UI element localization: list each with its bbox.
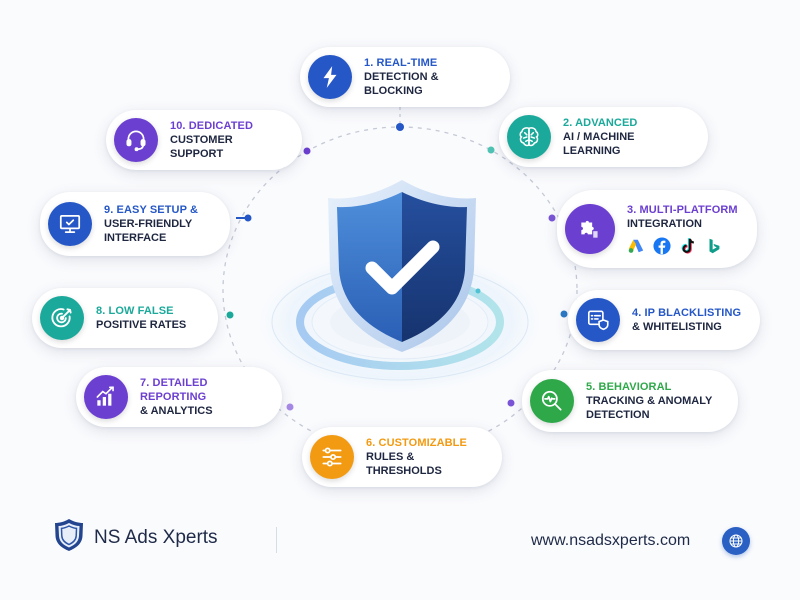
feature-card-behavioral-tracking: 5. BEHAVIORAL TRACKING & ANOMALY DETECTI… (522, 370, 738, 432)
feature-title: 6. CUSTOMIZABLE (366, 437, 467, 449)
feature-title: 2. ADVANCED (563, 117, 638, 129)
feature-title: 5. BEHAVIORAL (586, 381, 672, 393)
feature-card-detailed-reporting: 7. DETAILED REPORTING & ANALYTICS (76, 367, 282, 427)
feature-subtitle: USER-FRIENDLY (104, 218, 193, 230)
feature-card-dedicated-support: 10. DEDICATED CUSTOMER SUPPORT (106, 110, 302, 170)
feature-title: 10. DEDICATED (170, 120, 253, 132)
feature-subtitle: INTEGRATION (627, 218, 702, 230)
brain-icon (507, 115, 551, 159)
feature-card-real-time-detection: 1. REAL-TIME DETECTION & BLOCKING (300, 47, 510, 107)
globe-button[interactable] (722, 527, 750, 555)
connector-dot-7 (286, 403, 294, 411)
feature-card-customizable-rules: 6. CUSTOMIZABLE RULES & THRESHOLDS (302, 427, 502, 487)
bar-chart-trend-icon (84, 375, 128, 419)
headset-icon (114, 118, 158, 162)
magnifier-pulse-icon (530, 379, 574, 423)
target-icon (40, 296, 84, 340)
connector-dot-10 (303, 147, 311, 155)
connector-dot-8 (226, 311, 234, 319)
sliders-icon (310, 435, 354, 479)
feature-subtitle: TRACKING & ANOMALY (586, 395, 713, 407)
feature-card-ip-blacklisting: 4. IP BLACKLISTING & WHITELISTING (568, 290, 760, 350)
feature-title: 9. EASY SETUP & (104, 204, 199, 216)
feature-title: 8. LOW FALSE (96, 305, 174, 317)
google-ads-icon (627, 237, 645, 255)
feature-subtitle: & ANALYTICS (140, 405, 213, 417)
connector-dot-2 (487, 146, 495, 154)
brand-name: NS Ads Xperts (94, 526, 218, 548)
feature-subtitle: DETECTION & BLOCKING (364, 71, 439, 97)
feature-card-low-false-positive: 8. LOW FALSE POSITIVE RATES (32, 288, 218, 348)
lightning-bolt-icon (308, 55, 352, 99)
feature-subtitle: RULES & THRESHOLDS (366, 451, 442, 477)
website-link[interactable]: www.nsadsxperts.com (531, 532, 691, 549)
brand-logo: NS Ads Xperts (54, 518, 218, 557)
shield-check-icon (328, 180, 476, 352)
feature-subtitle: POSITIVE RATES (96, 319, 187, 331)
feature-subtitle-line2: DETECTION (586, 409, 650, 421)
feature-card-advanced-ai: 2. ADVANCED AI / MACHINE LEARNING (499, 107, 708, 167)
connector-dot-4 (560, 310, 568, 318)
feature-title: 3. MULTI-PLATFORM (627, 204, 738, 216)
connector-dot-1 (396, 123, 404, 131)
feature-subtitle: & WHITELISTING (632, 321, 722, 333)
feature-title: 7. DETAILED REPORTING (140, 377, 208, 403)
feature-subtitle-line2: INTERFACE (104, 232, 167, 244)
tiktok-icon (679, 237, 697, 255)
footer-divider (276, 527, 277, 553)
connector-dot-5 (507, 399, 515, 407)
puzzle-icon (565, 204, 615, 254)
feature-card-multi-platform: 3. MULTI-PLATFORM INTEGRATION (557, 190, 757, 268)
globe-icon (729, 534, 743, 548)
shield-logo-icon (54, 518, 84, 557)
feature-subtitle: CUSTOMER SUPPORT (170, 134, 233, 160)
bing-icon (705, 237, 723, 255)
feature-title: 1. REAL-TIME (364, 57, 438, 69)
platform-logos (627, 237, 738, 255)
monitor-check-icon (48, 202, 92, 246)
facebook-icon (653, 237, 671, 255)
feature-title: 4. IP BLACKLISTING (632, 307, 742, 319)
feature-card-easy-setup: 9. EASY SETUP & USER-FRIENDLY INTERFACE (40, 192, 230, 256)
connector-dot-3 (548, 214, 556, 222)
feature-subtitle: AI / MACHINE LEARNING (563, 131, 635, 157)
ip-list-shield-icon (576, 298, 620, 342)
connector-dot-9 (244, 214, 252, 222)
